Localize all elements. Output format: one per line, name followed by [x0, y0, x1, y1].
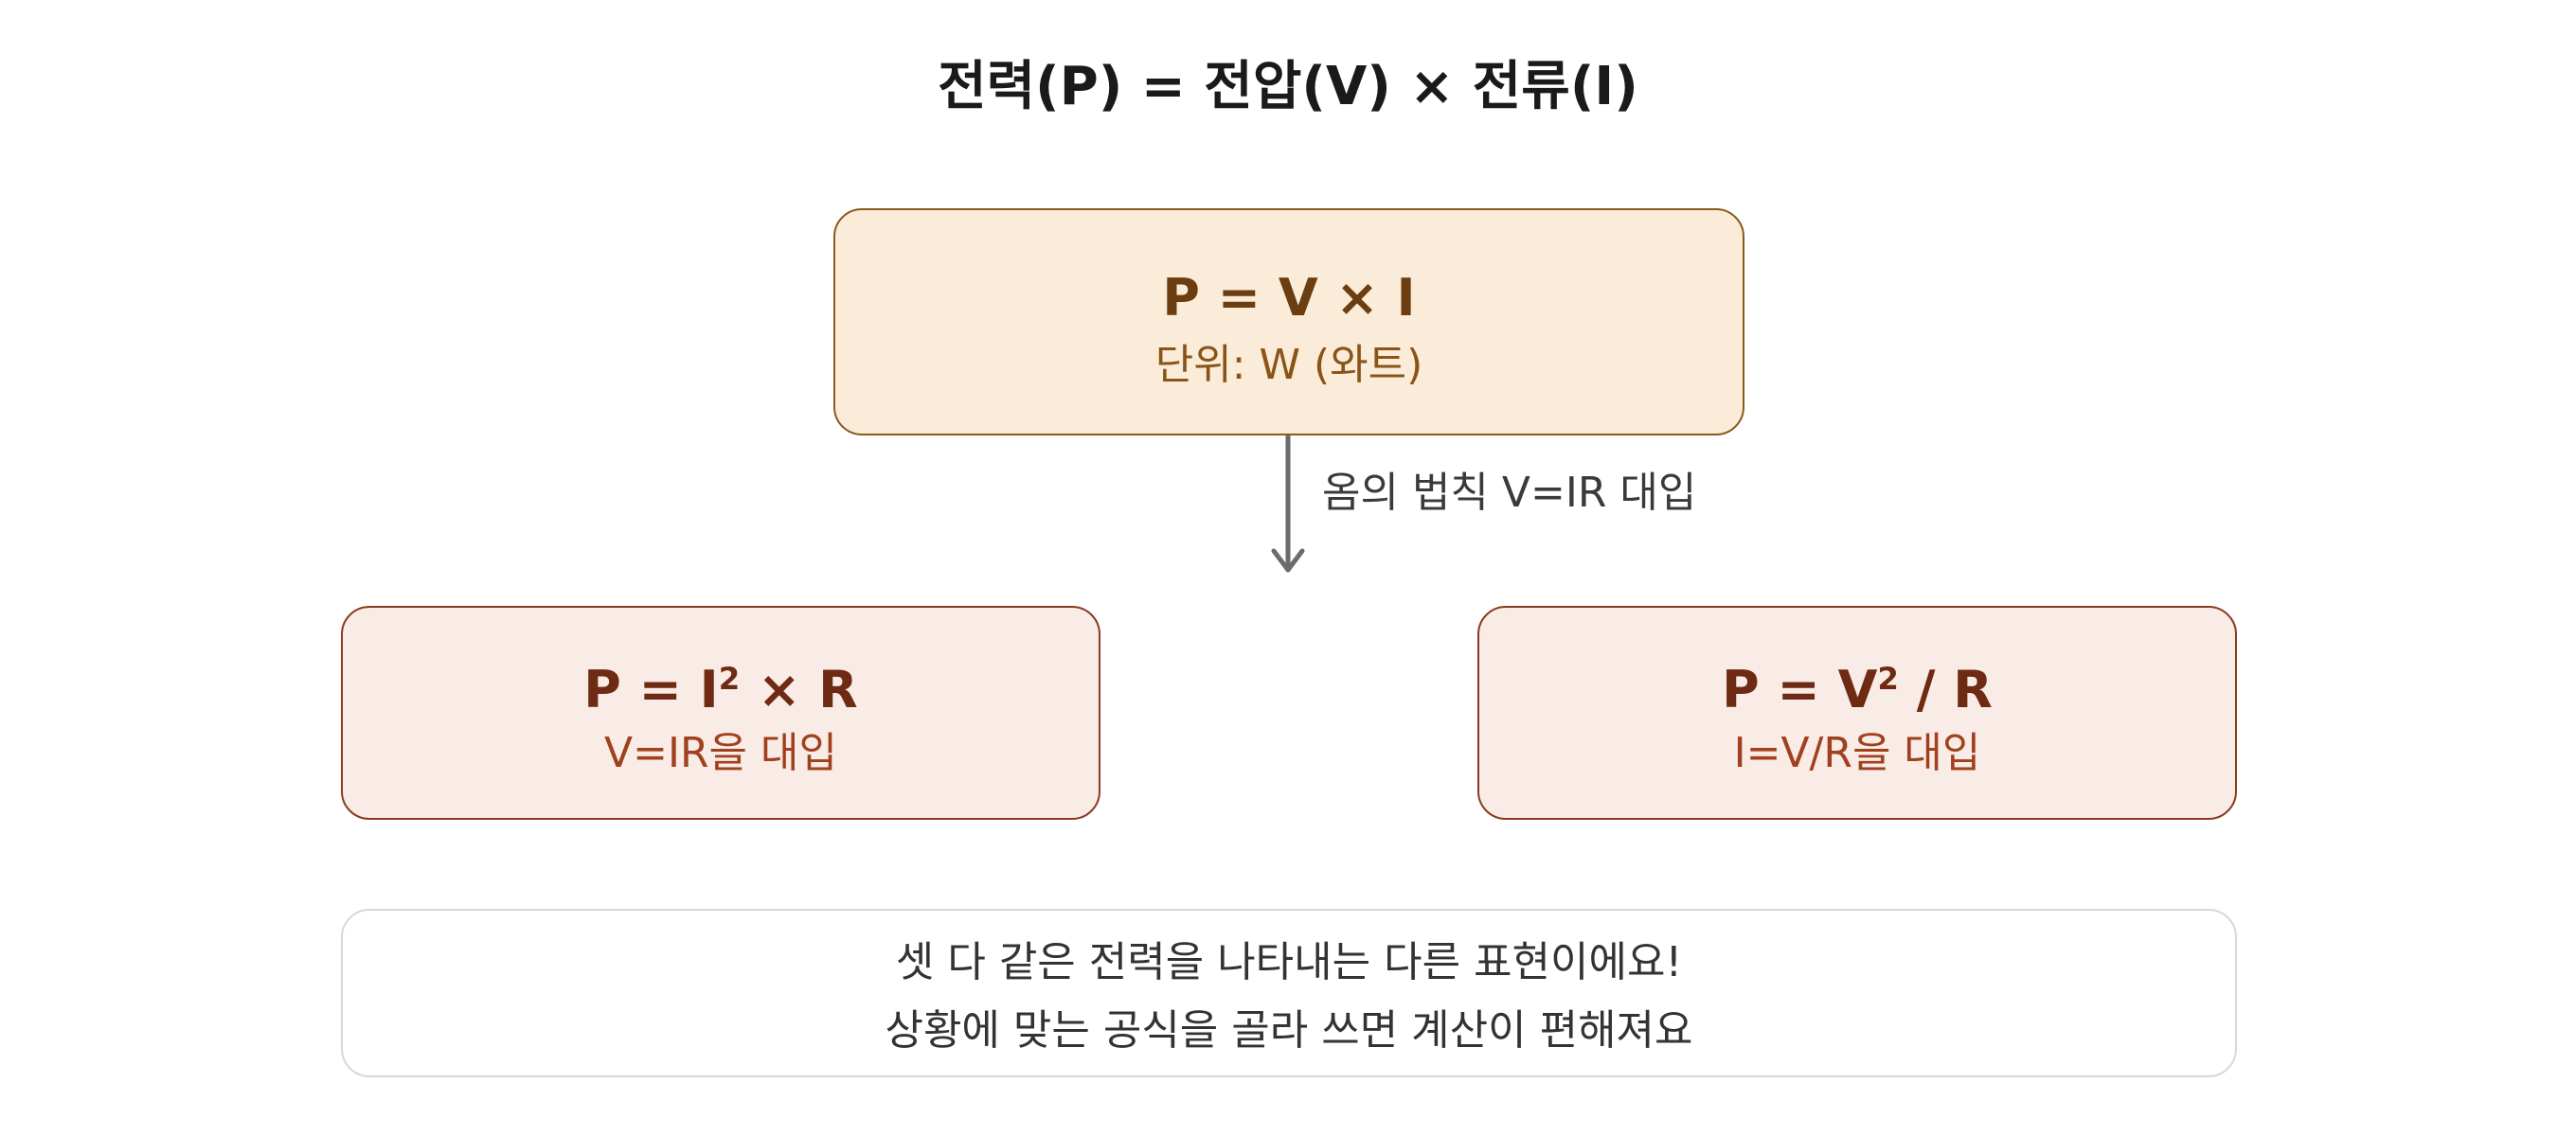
current-resistance-formula: P = I2 × R [343, 657, 1099, 723]
note-line-1: 셋 다 같은 전력을 나타내는 다른 표현이에요! [895, 938, 1683, 986]
note-line-2: 상황에 맞는 공식을 골라 쓰면 계산이 편해져요 [885, 1006, 1693, 1055]
power-unit: 단위: W (와트) [1154, 341, 1423, 389]
formula-base: P = V [1722, 660, 1878, 719]
voltage-resistance-subtext: I=V/R을 대입 [1733, 729, 1981, 777]
current-resistance-subtext: V=IR을 대입 [604, 729, 837, 777]
power-formula-box: P = V × I 단위: W (와트) [833, 208, 1744, 435]
formula-exponent: 2 [1877, 661, 1899, 697]
formula-tail: × R [740, 660, 858, 719]
arrow-label: 옴의 법칙 V=IR 대입 [1322, 469, 1697, 517]
summary-note: 셋 다 같은 전력을 나타내는 다른 표현이에요! 상황에 맞는 공식을 골라 … [341, 909, 2237, 1077]
voltage-resistance-formula: P = V2 / R [1479, 657, 2235, 723]
down-arrow-icon [1271, 435, 1305, 573]
formula-tail: / R [1898, 660, 1993, 719]
formula-exponent: 2 [718, 661, 741, 697]
power-formula: P = V × I [1162, 268, 1416, 328]
formula-base: P = I [583, 660, 719, 719]
diagram-title: 전력(P) = 전압(V) × 전류(I) [938, 56, 1638, 117]
current-resistance-formula-box: P = I2 × R V=IR을 대입 [341, 606, 1100, 820]
voltage-resistance-formula-box: P = V2 / R I=V/R을 대입 [1477, 606, 2237, 820]
